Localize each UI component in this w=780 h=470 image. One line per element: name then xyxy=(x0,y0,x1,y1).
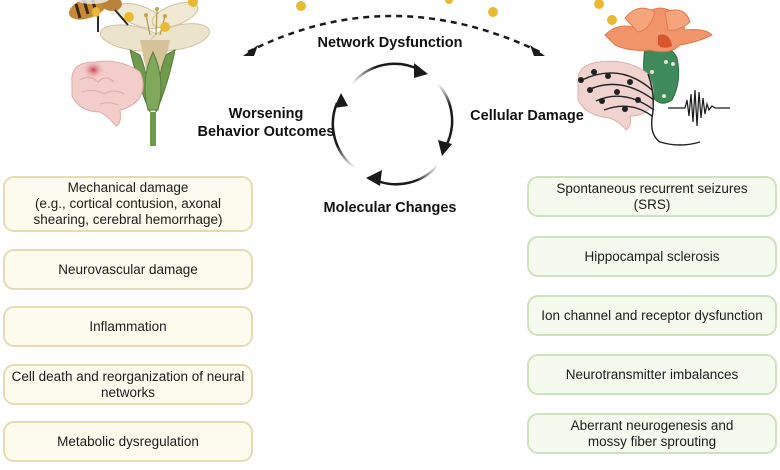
seizure-eeg-trace-icon xyxy=(668,89,730,127)
pollen-dot xyxy=(607,15,617,25)
pollen-dot xyxy=(445,0,453,4)
arrowhead-right-icon xyxy=(530,45,545,56)
pollen-dot xyxy=(296,1,306,11)
box-line: mossy fiber sprouting xyxy=(587,433,717,449)
right-box-srs: Spontaneous recurrent seizures (SRS) xyxy=(527,176,777,217)
injured-brain-icon xyxy=(71,60,144,127)
cycle-arc-bottom xyxy=(374,164,439,186)
label-line: Worsening xyxy=(228,106,304,122)
label-network-dysfunction: Network Dysfunction xyxy=(317,35,463,51)
label-cellular-damage: Cellular Damage xyxy=(470,108,584,124)
label-line: Behavior Outcomes xyxy=(197,124,335,140)
cycle-arrowhead-right xyxy=(438,140,452,156)
box-line: Ion channel and receptor dysfunction xyxy=(541,307,763,323)
pollen-dot xyxy=(188,0,198,7)
box-line: Neurotransmitter imbalances xyxy=(565,366,739,382)
box-line: (e.g., cortical contusion, axonal xyxy=(34,196,222,211)
cycle-arrows xyxy=(331,62,454,186)
right-box-neurotransmitter: Neurotransmitter imbalances xyxy=(527,354,777,395)
left-box-cell-death: Cell death and reorganization of neural … xyxy=(3,364,253,405)
cycle-arrowhead-top xyxy=(414,63,428,78)
box-line: Metabolic dysregulation xyxy=(57,433,199,449)
cycle-arc-top xyxy=(351,62,421,85)
box-line: networks xyxy=(100,384,155,400)
left-box-mechanical-damage: Mechanical damage (e.g., cortical contus… xyxy=(3,176,253,232)
right-box-hippocampal-sclerosis: Hippocampal sclerosis xyxy=(527,236,777,277)
cycle-arrowhead-left xyxy=(334,93,348,108)
box-line: Hippocampal sclerosis xyxy=(584,248,720,264)
flower-stem xyxy=(150,112,156,146)
box-line: (SRS) xyxy=(633,196,671,212)
eeg-brain-icon xyxy=(577,60,701,146)
box-line: Inflammation xyxy=(89,318,167,334)
left-box-metabolic-dysregulation: Metabolic dysregulation xyxy=(3,421,253,462)
left-box-neurovascular-damage: Neurovascular damage xyxy=(3,249,253,290)
bee-icon xyxy=(68,0,129,32)
pollen-dot xyxy=(594,0,604,9)
box-line: Cell death and reorganization of neural xyxy=(11,368,245,384)
label-molecular-changes: Molecular Changes xyxy=(323,200,457,216)
right-box-ion-channel: Ion channel and receptor dysfunction xyxy=(527,295,777,336)
box-line: Spontaneous recurrent seizures xyxy=(556,180,748,196)
bidirectional-dashed-arrow xyxy=(243,0,545,56)
box-line: Aberrant neurogenesis and xyxy=(570,417,734,433)
cycle-arrowhead-bottom xyxy=(366,170,382,186)
pollen-dot xyxy=(488,7,498,17)
arrowhead-left-icon xyxy=(243,45,258,56)
left-box-inflammation: Inflammation xyxy=(3,306,253,347)
label-worsening-behavior-outcomes: Worsening Behavior Outcomes xyxy=(196,105,336,141)
cycle-arc-right xyxy=(437,83,454,147)
box-line: shearing, cerebral hemorrhage) xyxy=(33,212,223,227)
cactus-flower-icon xyxy=(604,7,713,53)
right-box-aberrant-neurogenesis: Aberrant neurogenesis and mossy fiber sp… xyxy=(527,413,777,454)
cycle-arc-left xyxy=(331,102,356,170)
cactus-eeg-brain-illustration xyxy=(577,0,730,146)
bee-flower-brain-illustration xyxy=(68,0,210,146)
box-line: Neurovascular damage xyxy=(58,261,198,277)
box-line: Mechanical damage xyxy=(67,180,189,195)
